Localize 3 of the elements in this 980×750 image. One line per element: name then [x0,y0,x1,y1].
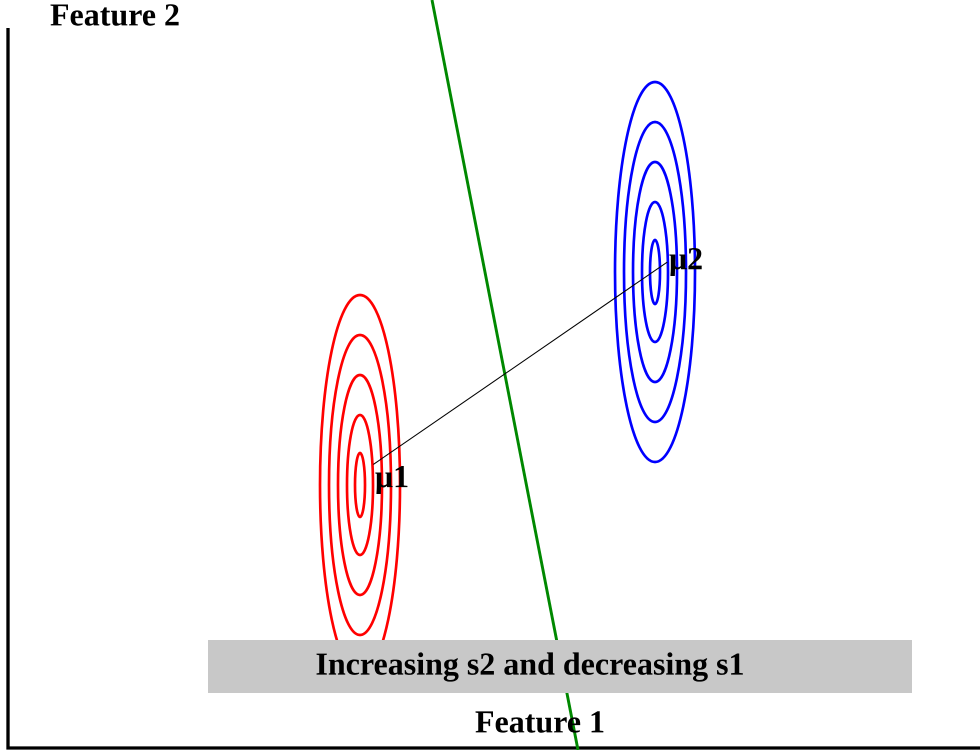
axis-label: Feature 2 [50,4,179,26]
caption-band: Increasing s2 and decreasing s1 [208,640,912,693]
connecting-line [373,262,668,465]
